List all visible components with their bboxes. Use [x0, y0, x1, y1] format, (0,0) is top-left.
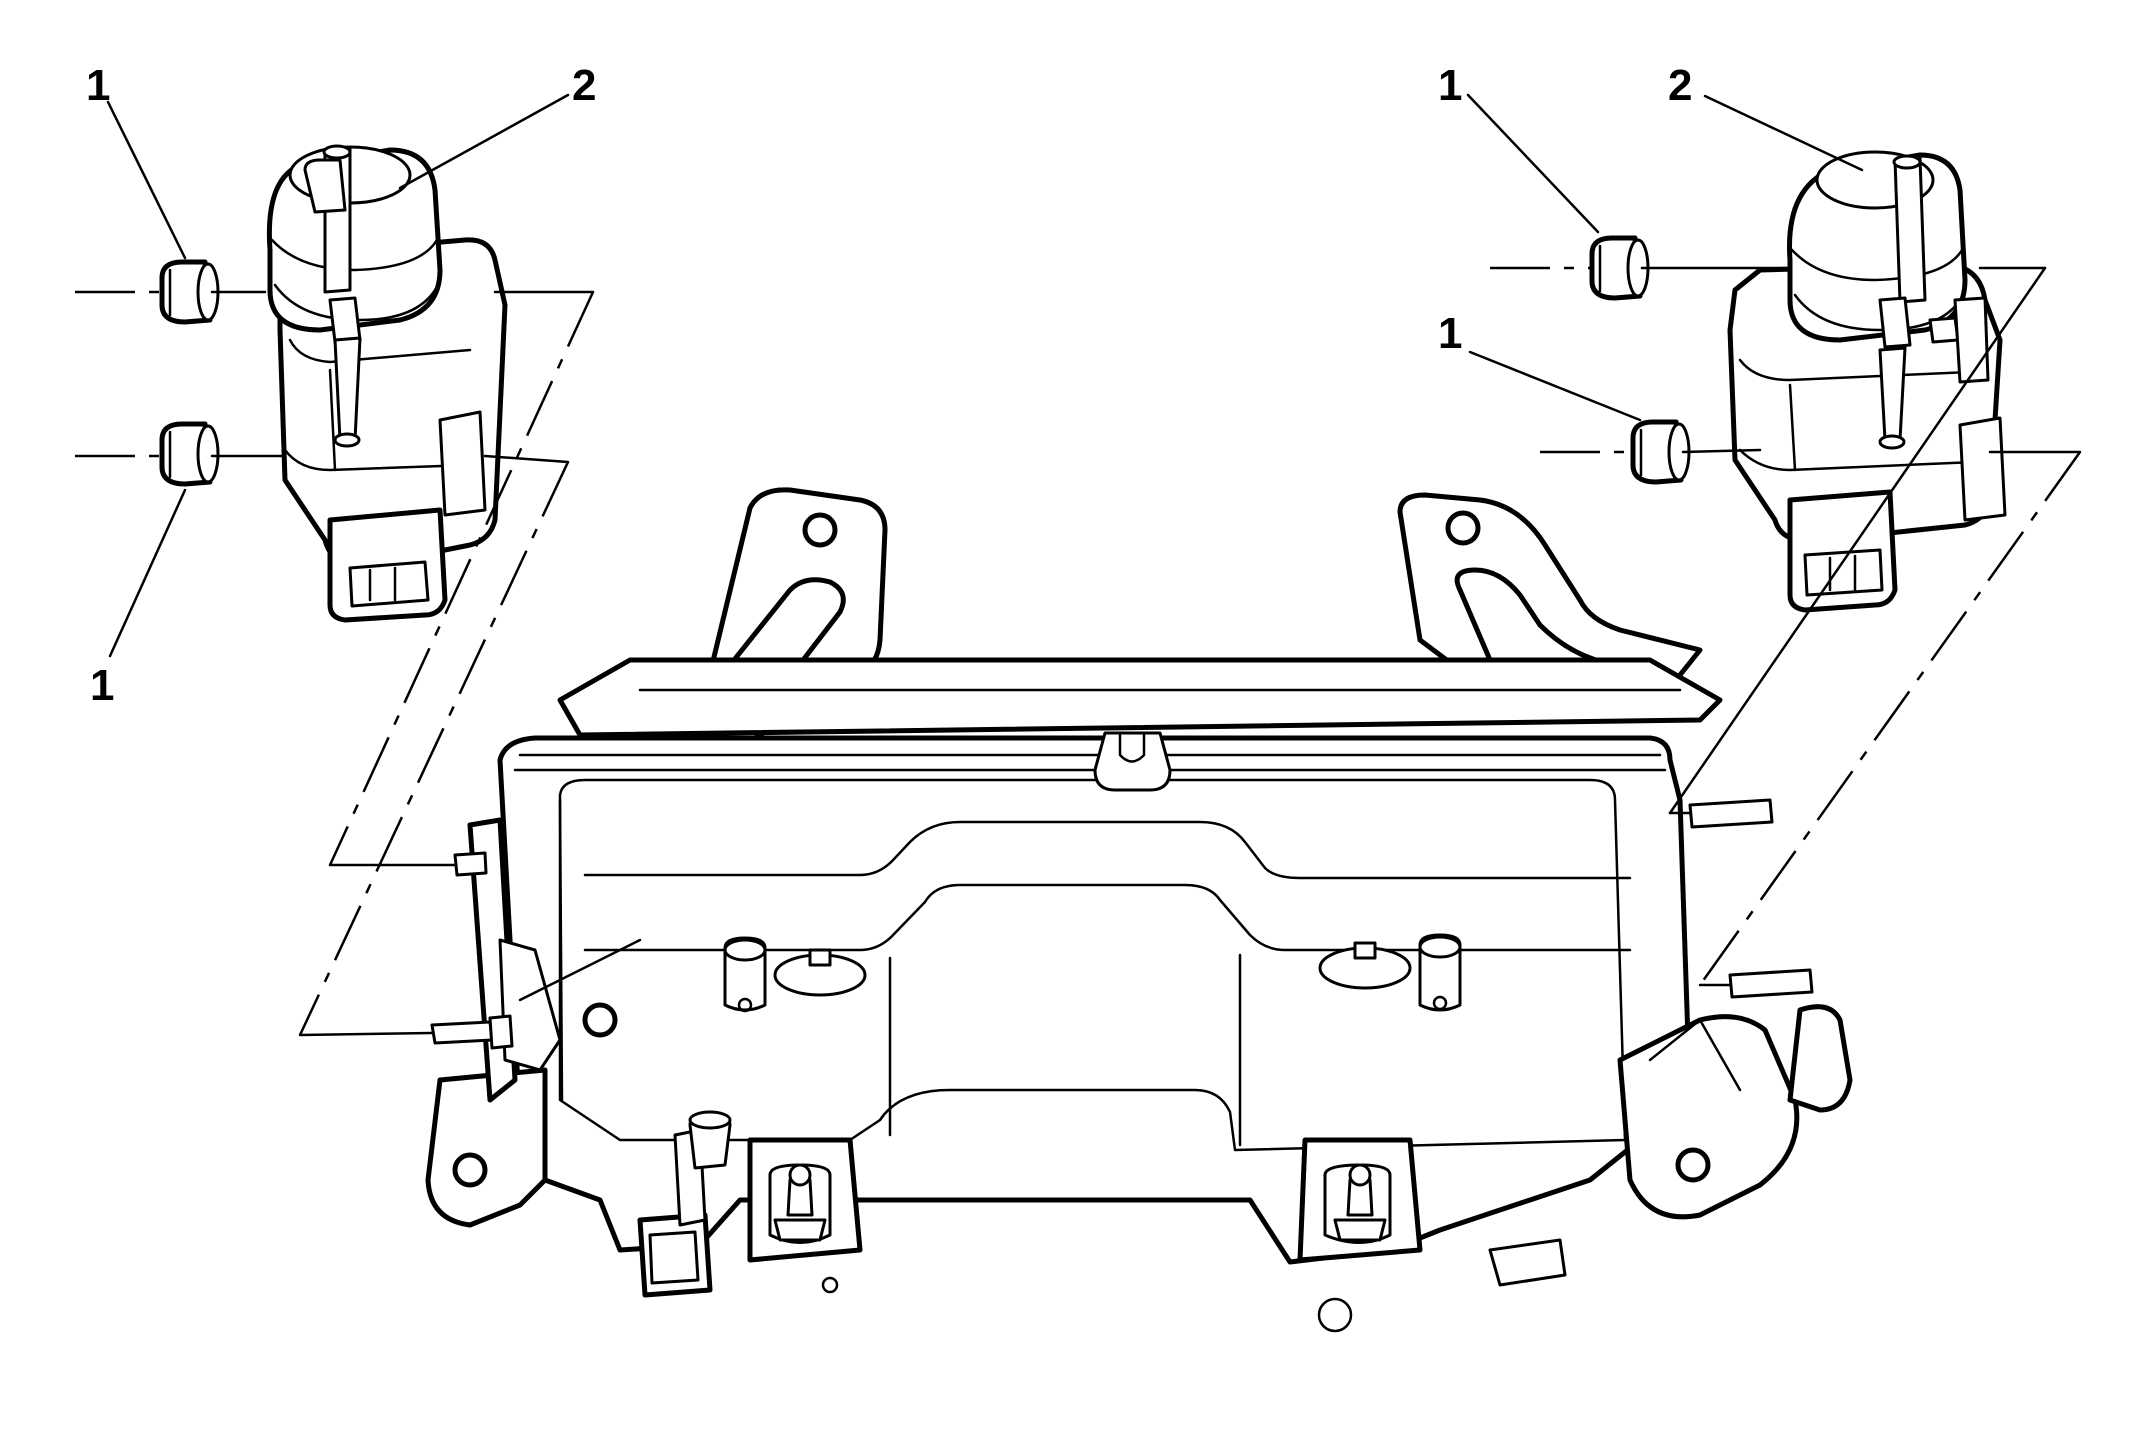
callout-left-upper-nut: 1	[86, 61, 110, 110]
callout-right-upper-nut: 1	[1438, 61, 1462, 110]
right-purge-solenoid	[1727, 150, 2007, 613]
evap-canister	[497, 731, 1693, 1265]
right-lower-nut	[1630, 419, 1691, 485]
callout-right-solenoid: 2	[1668, 61, 1692, 110]
left-purge-solenoid	[266, 144, 508, 623]
mounting-bracket	[557, 487, 1723, 763]
studs	[430, 798, 1814, 1050]
callout-left-solenoid: 2	[572, 61, 596, 110]
left-lower-nut	[159, 421, 220, 487]
callout-left-lower-nut: 1	[90, 661, 114, 710]
right-lower-mount	[1617, 1004, 1853, 1220]
bottom-right-stud-mount	[1297, 1137, 1567, 1333]
right-alignment-lines	[1490, 266, 2082, 987]
bottom-left-stud-mount	[637, 1110, 863, 1298]
left-alignment-lines	[75, 290, 595, 1037]
callout-right-lower-nut: 1	[1438, 309, 1462, 358]
callout-leaders	[106, 93, 1864, 658]
right-upper-nut	[1589, 235, 1650, 301]
left-upper-nut	[159, 259, 220, 325]
